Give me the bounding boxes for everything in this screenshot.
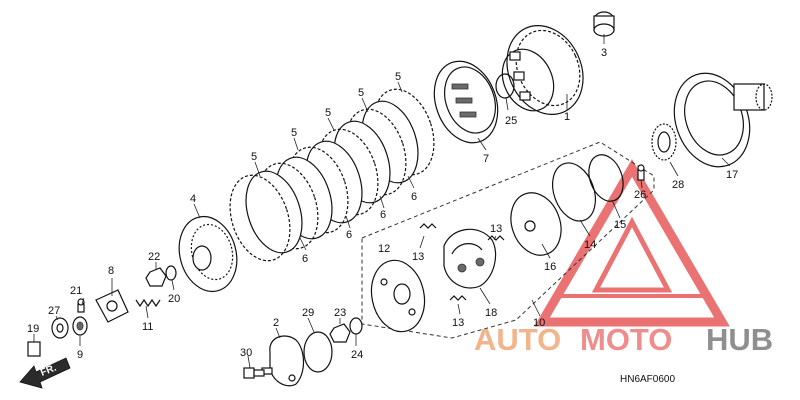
leader-lines xyxy=(33,34,731,369)
callout-12: 12 xyxy=(378,243,390,255)
watermark-logo: AUTO MOTO HUB xyxy=(474,322,773,357)
nut-22 xyxy=(145,267,167,287)
watermark-moto: MOTO xyxy=(580,322,672,357)
callout-30: 30 xyxy=(240,347,252,359)
clutch-plate xyxy=(245,170,303,254)
callout-1: 1 xyxy=(564,111,570,123)
callout-22: 22 xyxy=(148,251,160,263)
callout-24: 24 xyxy=(351,349,363,361)
callout-14: 14 xyxy=(584,239,596,251)
callout-15: 15 xyxy=(614,219,626,231)
callout-26: 26 xyxy=(634,189,646,201)
friction-disc xyxy=(373,88,435,176)
bolt-30 xyxy=(243,367,265,379)
friction-disc xyxy=(317,128,379,216)
spring-13c xyxy=(449,295,467,301)
gasket-29 xyxy=(303,331,333,373)
callout-5e: 5 xyxy=(251,151,257,163)
callout-10: 10 xyxy=(533,317,545,329)
friction-disc xyxy=(287,146,349,234)
bolt-26 xyxy=(637,164,645,181)
watermark-auto: AUTO xyxy=(474,322,561,357)
callout-28: 28 xyxy=(672,179,684,191)
drawing-code: HN6AF0600 xyxy=(620,374,675,385)
one-way-clutch xyxy=(651,123,677,161)
washer-20 xyxy=(165,265,177,281)
part-19 xyxy=(27,341,41,357)
callout-11: 11 xyxy=(142,321,153,333)
callout-18: 18 xyxy=(485,307,497,319)
friction-disc xyxy=(345,108,407,196)
lifter-plate xyxy=(95,289,129,323)
callout-5b: 5 xyxy=(358,87,364,99)
sub-assembly-outline xyxy=(361,141,655,339)
callout-17: 17 xyxy=(726,169,738,181)
pressure-plate xyxy=(433,60,499,144)
bearing-9 xyxy=(72,316,88,336)
front-direction-arrow: FR. xyxy=(19,357,71,389)
watermark-hub: HUB xyxy=(706,322,773,357)
callout-23: 23 xyxy=(334,307,346,319)
clutch-center xyxy=(178,215,238,293)
snap-ring xyxy=(495,73,515,99)
spring-13b xyxy=(487,235,505,241)
washer-24 xyxy=(349,317,363,335)
callout-19: 19 xyxy=(27,323,39,335)
callout-5d: 5 xyxy=(291,127,297,139)
callout-27: 27 xyxy=(48,305,60,317)
callout-25: 25 xyxy=(505,115,517,127)
callout-13a: 13 xyxy=(412,251,424,263)
friction-disc xyxy=(229,174,291,262)
spring-11 xyxy=(135,298,161,308)
bearing-27 xyxy=(51,317,69,339)
cover-2 xyxy=(261,335,305,387)
callout-13b: 13 xyxy=(490,223,502,235)
callout-16: 16 xyxy=(544,261,556,273)
callout-29: 29 xyxy=(302,307,314,319)
callout-3: 3 xyxy=(601,47,607,59)
nut-23 xyxy=(329,323,351,343)
callout-6a: 6 xyxy=(411,191,417,203)
watermark-triangle xyxy=(534,159,730,327)
callout-2: 2 xyxy=(273,317,279,329)
callout-5a: 5 xyxy=(395,71,401,83)
ring-15 xyxy=(588,154,624,202)
callout-5c: 5 xyxy=(325,107,331,119)
plate-14 xyxy=(551,162,597,222)
drive-plate xyxy=(673,72,773,168)
callout-13c: 13 xyxy=(452,317,464,329)
collar xyxy=(593,11,615,37)
friction-disc xyxy=(257,162,319,250)
callout-labels: 1 2 3 4 5 5 5 5 5 5 6 6 6 6 6 7 8 9 10 1… xyxy=(27,47,738,361)
plate-16 xyxy=(510,192,562,256)
callout-20: 20 xyxy=(168,293,180,305)
callout-8: 8 xyxy=(108,265,114,277)
callout-6d: 6 xyxy=(302,253,308,265)
callout-9: 9 xyxy=(77,349,83,361)
callout-6c: 6 xyxy=(346,229,352,241)
spring-13a xyxy=(419,223,437,229)
clutch-outer-housing xyxy=(501,25,584,115)
callout-4: 4 xyxy=(190,193,196,205)
callout-6b: 6 xyxy=(380,209,386,221)
callout-21: 21 xyxy=(70,285,82,297)
drive-plate-10 xyxy=(370,259,426,333)
clutch-weight-assembly xyxy=(443,228,497,289)
callout-7: 7 xyxy=(483,153,489,165)
